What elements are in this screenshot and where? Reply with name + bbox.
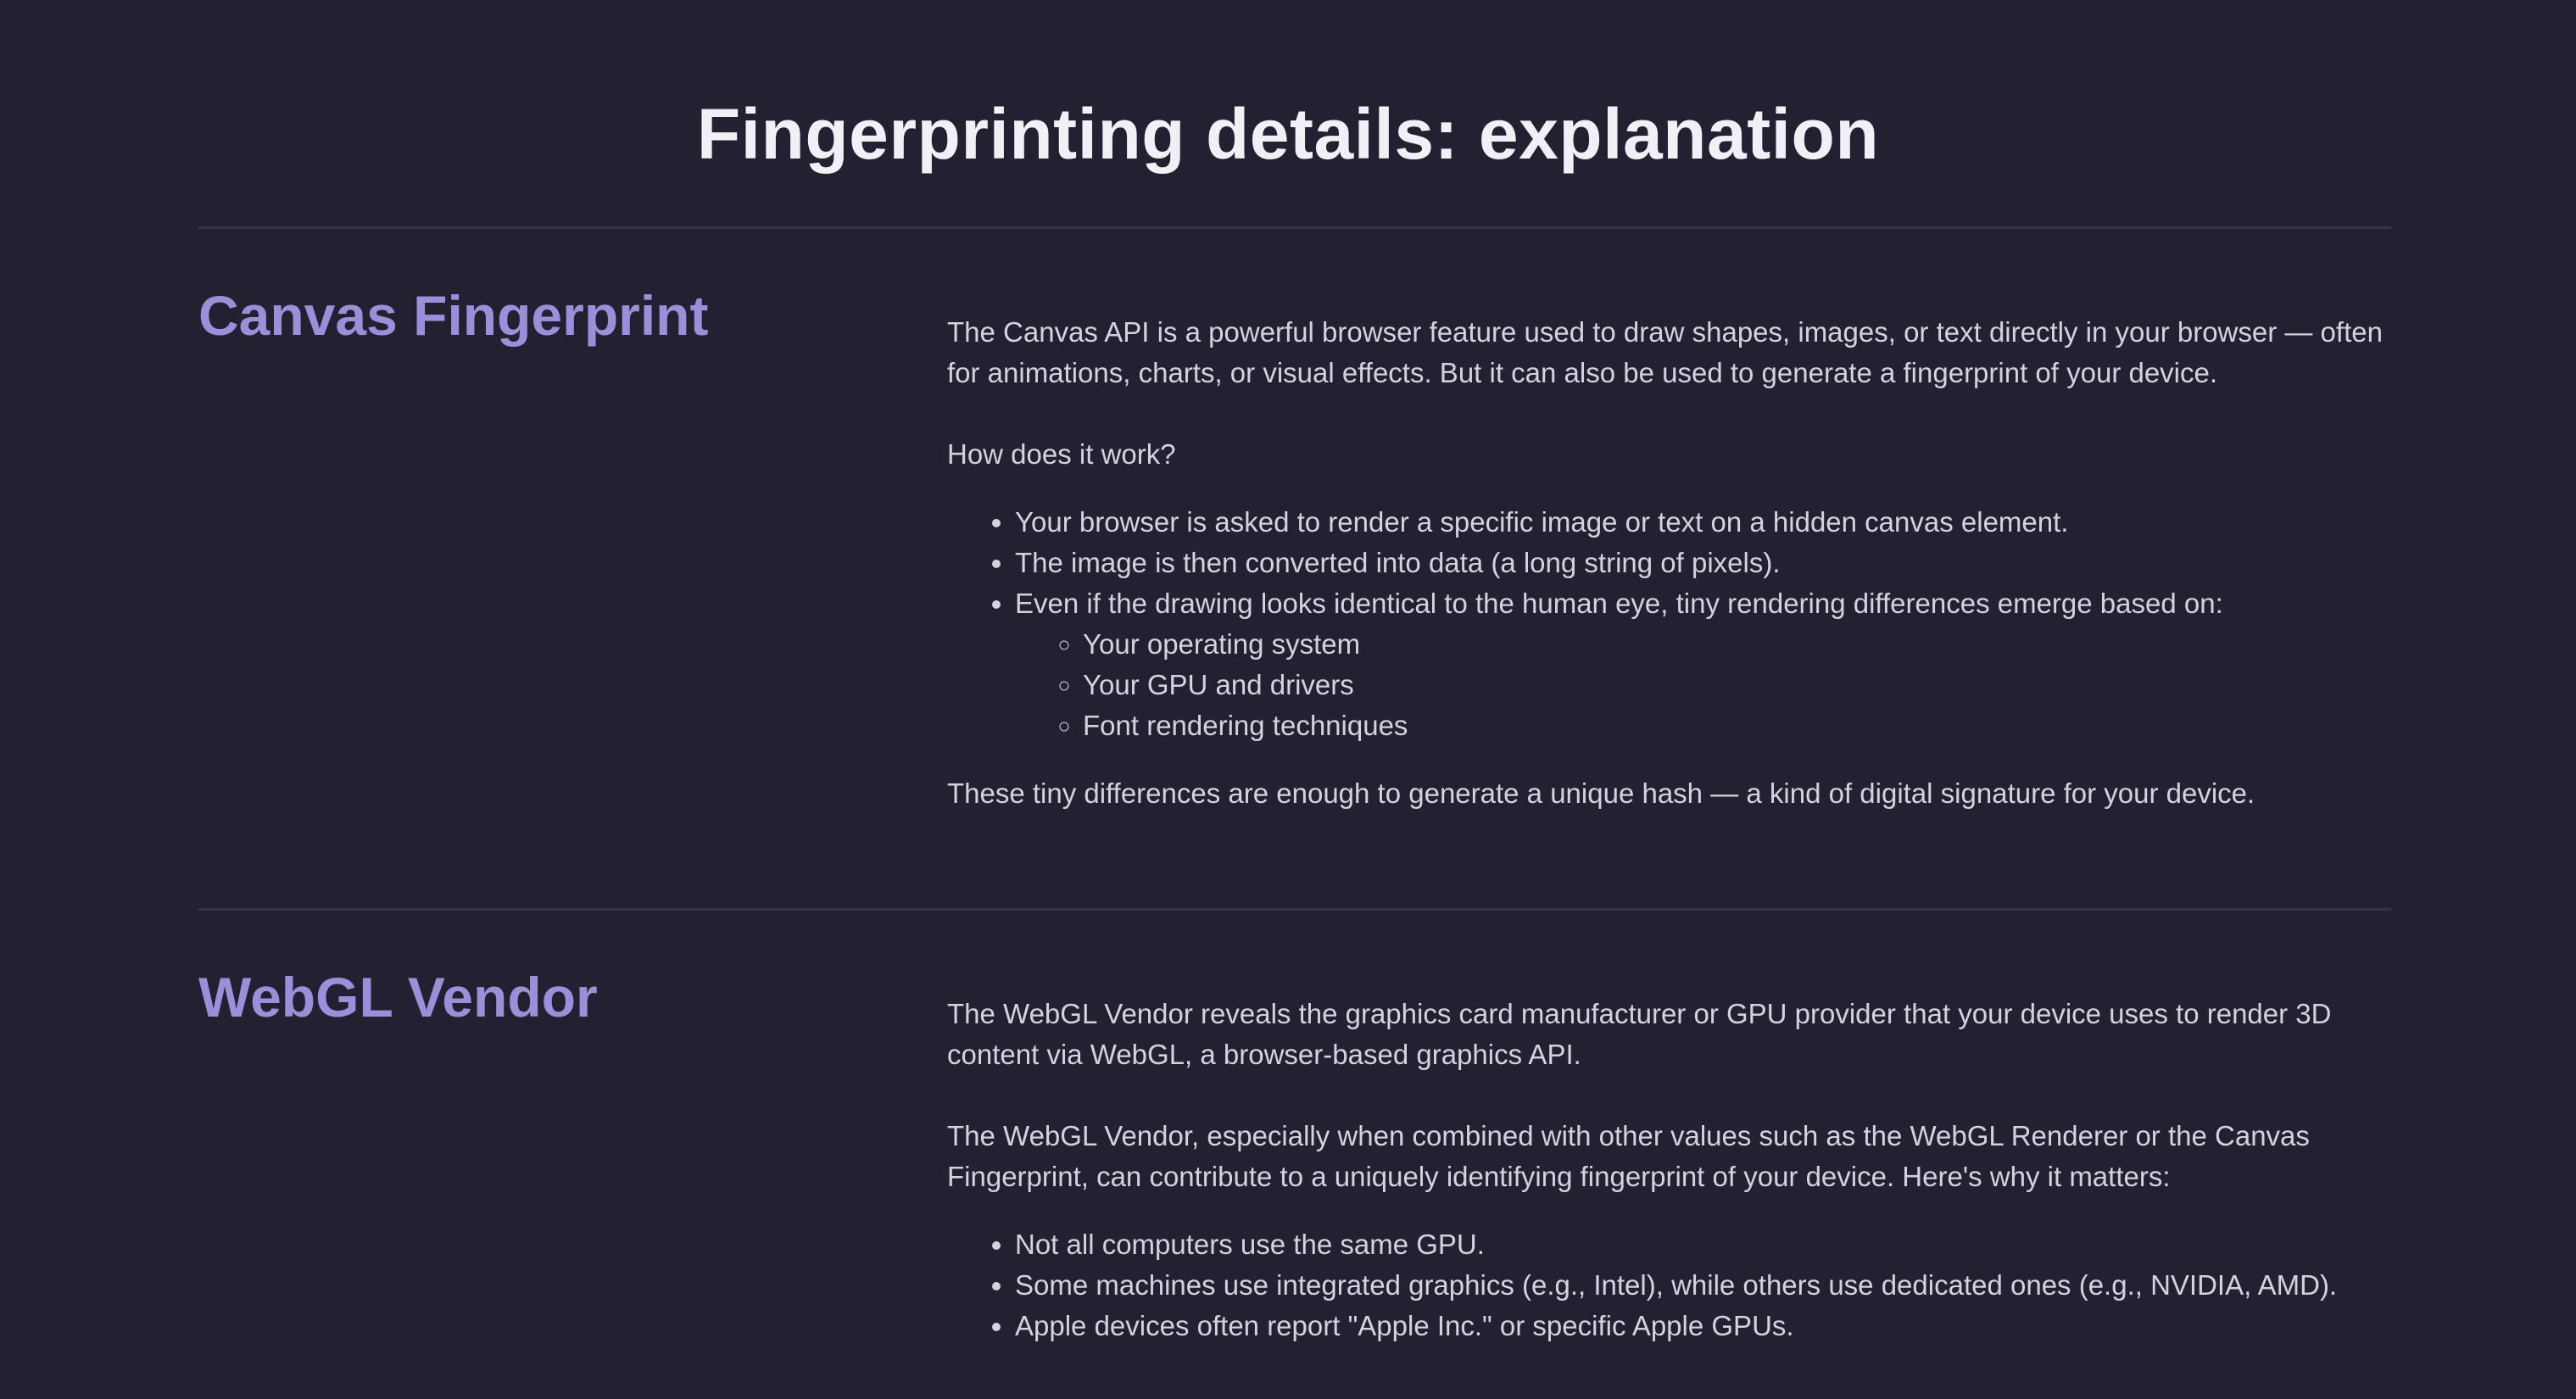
section-paragraph: The WebGL Vendor, especially when combin… <box>947 1120 2310 1192</box>
divider <box>198 226 2391 229</box>
list-item: Even if the drawing looks identical to t… <box>1015 583 2397 746</box>
bullet-list: Not all computers use the same GPU. Some… <box>947 1224 2397 1346</box>
bullet-list: Your browser is asked to render a specif… <box>947 502 2397 746</box>
section-body-canvas-fingerprint: The Canvas API is a powerful browser fea… <box>947 312 2397 814</box>
section-intro: The Canvas API is a powerful browser fea… <box>947 316 2383 388</box>
sub-list-item: Font rendering techniques <box>1083 705 2397 746</box>
section-intro: The WebGL Vendor reveals the graphics ca… <box>947 998 2332 1070</box>
list-item: Some machines use integrated graphics (e… <box>1015 1265 2397 1306</box>
list-item: The image is then converted into data (a… <box>1015 543 2397 583</box>
divider <box>198 908 2391 911</box>
page-title: Fingerprinting details: explanation <box>696 94 1880 174</box>
sub-list-item: Your operating system <box>1083 624 2397 665</box>
section-question: How does it work? <box>947 438 1176 470</box>
list-item: Apple devices often report "Apple Inc." … <box>1015 1306 2397 1346</box>
list-item-text: Even if the drawing looks identical to t… <box>1015 588 2223 619</box>
section-title-webgl-vendor: WebGL Vendor <box>198 966 598 1028</box>
section-body-webgl-vendor: The WebGL Vendor reveals the graphics ca… <box>947 994 2397 1346</box>
list-item: Your browser is asked to render a specif… <box>1015 502 2397 543</box>
section-conclusion: These tiny differences are enough to gen… <box>947 778 2255 809</box>
sub-list-item: Your GPU and drivers <box>1083 665 2397 705</box>
section-title-canvas-fingerprint: Canvas Fingerprint <box>198 284 709 347</box>
list-item: Not all computers use the same GPU. <box>1015 1224 2397 1265</box>
sub-bullet-list: Your operating system Your GPU and drive… <box>1015 624 2397 746</box>
